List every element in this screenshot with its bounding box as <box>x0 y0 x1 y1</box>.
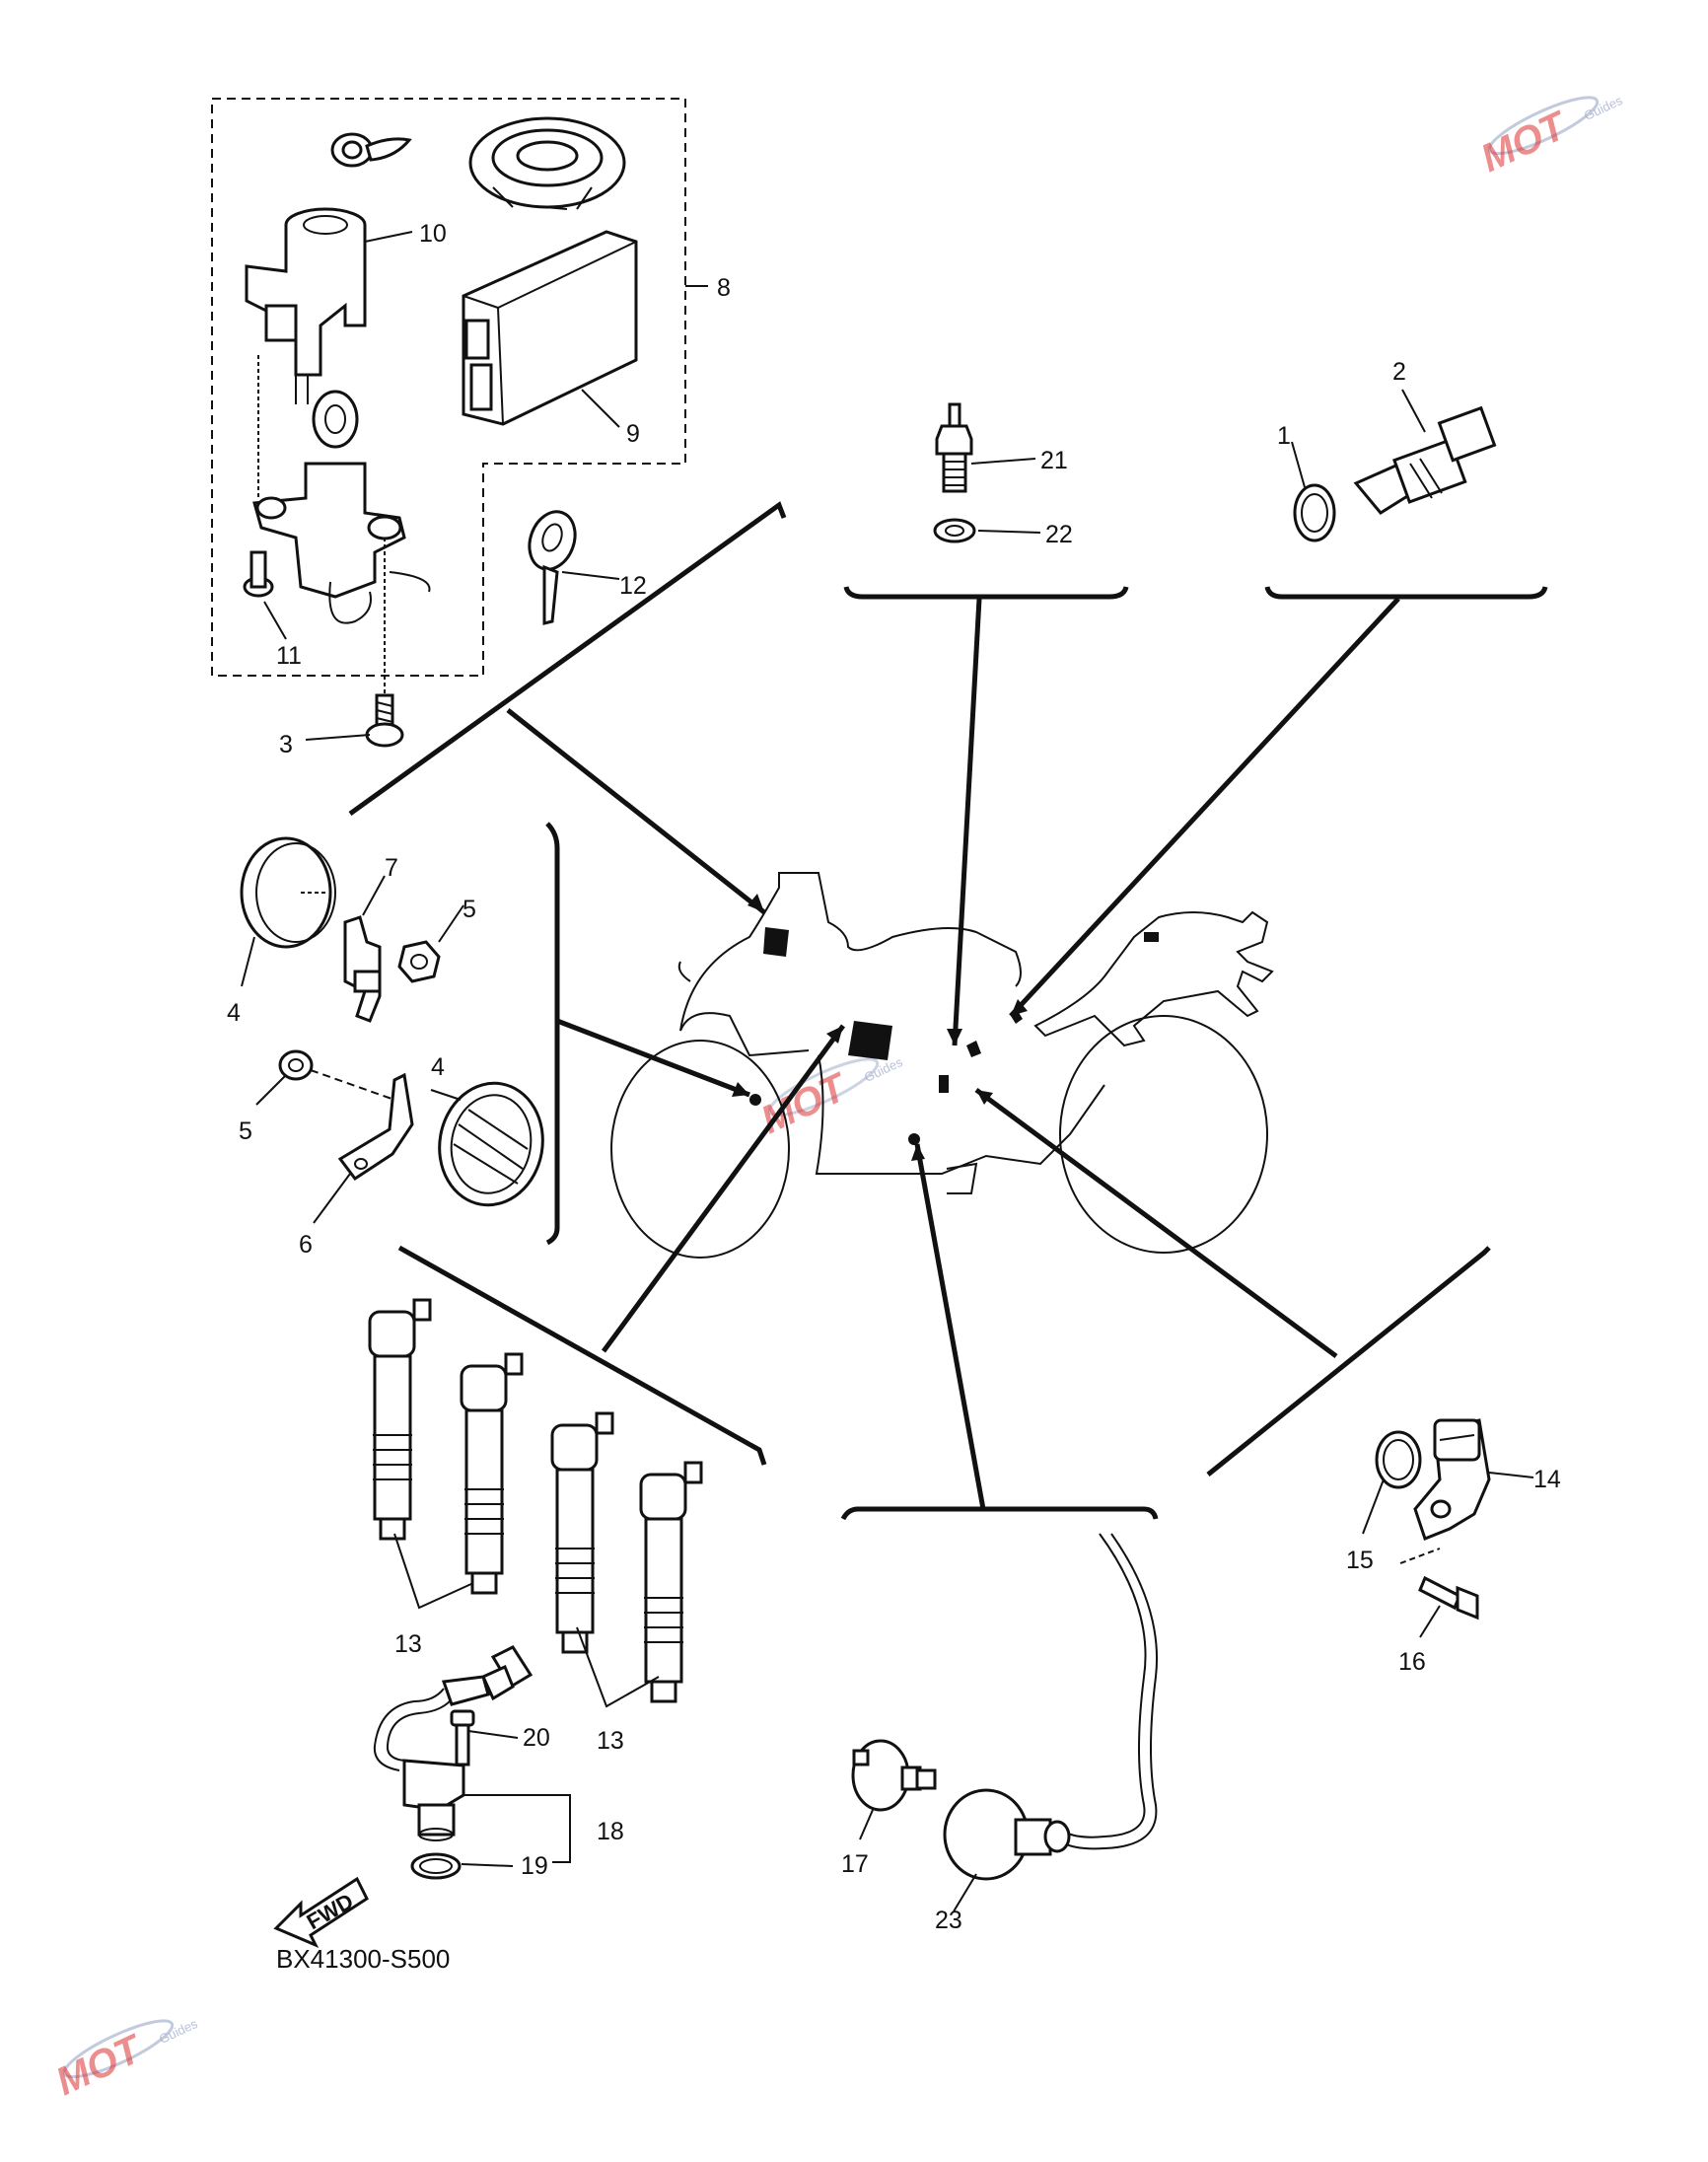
mark-reflectors <box>749 1094 761 1106</box>
part-o-ring-15 <box>1375 1430 1422 1489</box>
callout-5-front: 5 <box>463 896 476 923</box>
mark-spark-plug <box>966 1041 981 1057</box>
callout-20: 20 <box>523 1724 550 1752</box>
callout-10: 10 <box>419 220 447 248</box>
part-bracket-6 <box>337 1072 414 1182</box>
part-gasket-22 <box>933 518 976 543</box>
part-fuel-cap <box>468 116 626 210</box>
watermark-text: MOT <box>49 2026 150 2104</box>
part-ecu <box>462 230 638 426</box>
part-neutral-switch-23 <box>943 1533 1159 1881</box>
watermark-bottom: MOT Guides <box>49 2016 200 2104</box>
part-bolt-16 <box>1418 1575 1479 1621</box>
part-screw-11 <box>243 550 274 598</box>
mark-ignition-kit <box>763 927 789 957</box>
part-reflector-rear <box>438 1081 544 1207</box>
callout-18: 18 <box>597 1818 624 1845</box>
motorcycle-outline <box>610 872 1274 1259</box>
callout-19: 19 <box>521 1852 548 1880</box>
callout-13-a: 13 <box>394 1630 422 1658</box>
callout-1: 1 <box>1277 422 1291 450</box>
callout-4-front: 4 <box>227 999 241 1027</box>
part-ignition-coil-1 <box>368 1298 432 1541</box>
diagram-code: BX41300-S500 <box>276 1944 450 1974</box>
callout-23: 23 <box>935 1907 962 1934</box>
part-bolt-3 <box>365 693 404 748</box>
part-bracket-7 <box>343 915 382 1023</box>
callout-7: 7 <box>385 854 398 882</box>
part-key-12 <box>528 510 577 625</box>
part-nut-5a <box>397 940 441 983</box>
callout-3: 3 <box>279 731 293 758</box>
watermark-text: MOT <box>1474 103 1575 180</box>
part-sensor-harness-18 <box>373 1645 534 1841</box>
part-temp-sensor-2 <box>1353 405 1497 515</box>
part-ignition-coil-4 <box>639 1461 703 1703</box>
callout-17: 17 <box>841 1850 869 1878</box>
mark-coils <box>848 1021 892 1060</box>
mark-switches <box>908 1133 920 1145</box>
part-crank-sensor-14 <box>1413 1418 1491 1541</box>
part-spark-plug-21 <box>935 402 973 493</box>
callout-4-rear: 4 <box>431 1053 445 1081</box>
callout-9: 9 <box>626 420 640 448</box>
part-ignition-coil-2 <box>460 1352 524 1595</box>
mark-sensor-left <box>939 1075 949 1093</box>
callout-6: 6 <box>299 1231 313 1259</box>
callout-5-rear: 5 <box>239 1117 252 1145</box>
callouts: 1 2 3 4 4 5 5 6 7 8 9 10 11 12 13 13 14 … <box>227 220 1561 1934</box>
axis-14-16 <box>1399 1548 1441 1564</box>
fwd-arrow-icon: FWD <box>273 1876 369 1948</box>
part-pressure-switch-17 <box>851 1739 937 1812</box>
part-reflector-front <box>240 836 336 949</box>
mark-rear-reflector <box>1144 932 1159 942</box>
callout-15: 15 <box>1346 1547 1374 1574</box>
part-bolt-20 <box>450 1709 475 1766</box>
callout-13-b: 13 <box>597 1727 624 1755</box>
part-nut-5b <box>278 1049 314 1081</box>
callout-16: 16 <box>1398 1648 1426 1676</box>
part-ignition-coil-3 <box>550 1411 614 1654</box>
part-key-cap <box>330 132 412 168</box>
part-o-ring-1 <box>1293 483 1336 542</box>
callout-22: 22 <box>1045 521 1073 548</box>
callout-8: 8 <box>717 274 731 302</box>
callout-12: 12 <box>619 572 647 600</box>
watermark-top: MOT Guides <box>1474 93 1625 180</box>
callout-11: 11 <box>276 642 302 670</box>
callout-2: 2 <box>1392 358 1406 386</box>
ignition-kit-boundary <box>211 98 686 677</box>
panel-lines <box>348 501 1548 1521</box>
callout-21: 21 <box>1040 447 1068 474</box>
part-ignition-switch <box>245 207 367 404</box>
leader-lines <box>241 231 1534 1912</box>
reflector-axis <box>310 1069 395 1101</box>
part-o-ring-19 <box>410 1852 462 1880</box>
callout-14: 14 <box>1533 1466 1561 1493</box>
part-steering-lock <box>252 355 431 710</box>
